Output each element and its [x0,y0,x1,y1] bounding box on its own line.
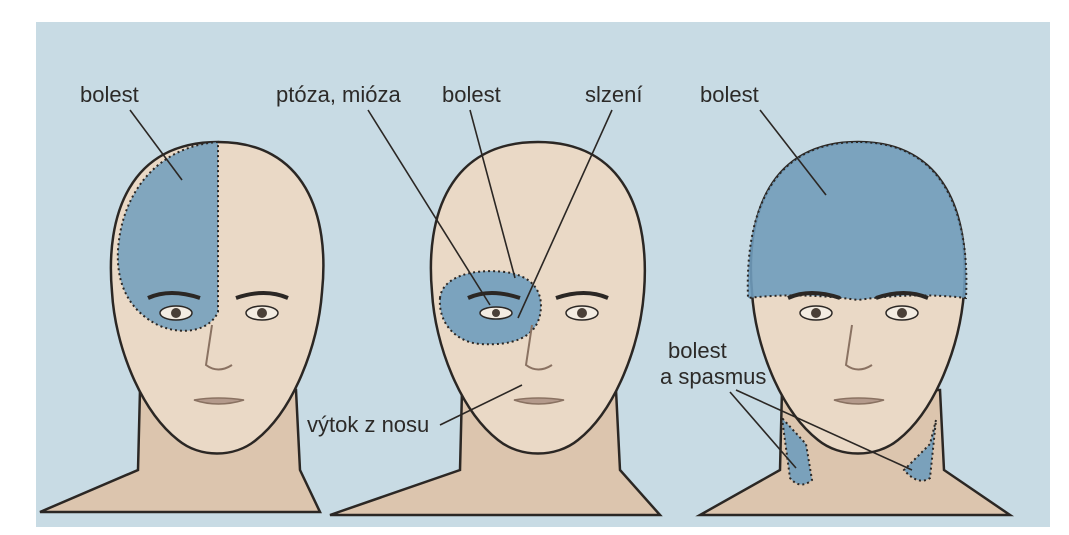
label-tearing: slzení [585,82,642,107]
label-ptosis-miosis: ptóza, mióza [276,82,401,107]
label-rhinorrhea: výtok z nosu [307,412,429,437]
label-head1-pain: bolest [80,82,139,107]
label-neck-pain-line2: a spasmus [660,364,766,389]
label-neck-pain-line1: bolest [668,338,727,363]
label-head2-pain: bolest [442,82,501,107]
label-head3-pain: bolest [700,82,759,107]
